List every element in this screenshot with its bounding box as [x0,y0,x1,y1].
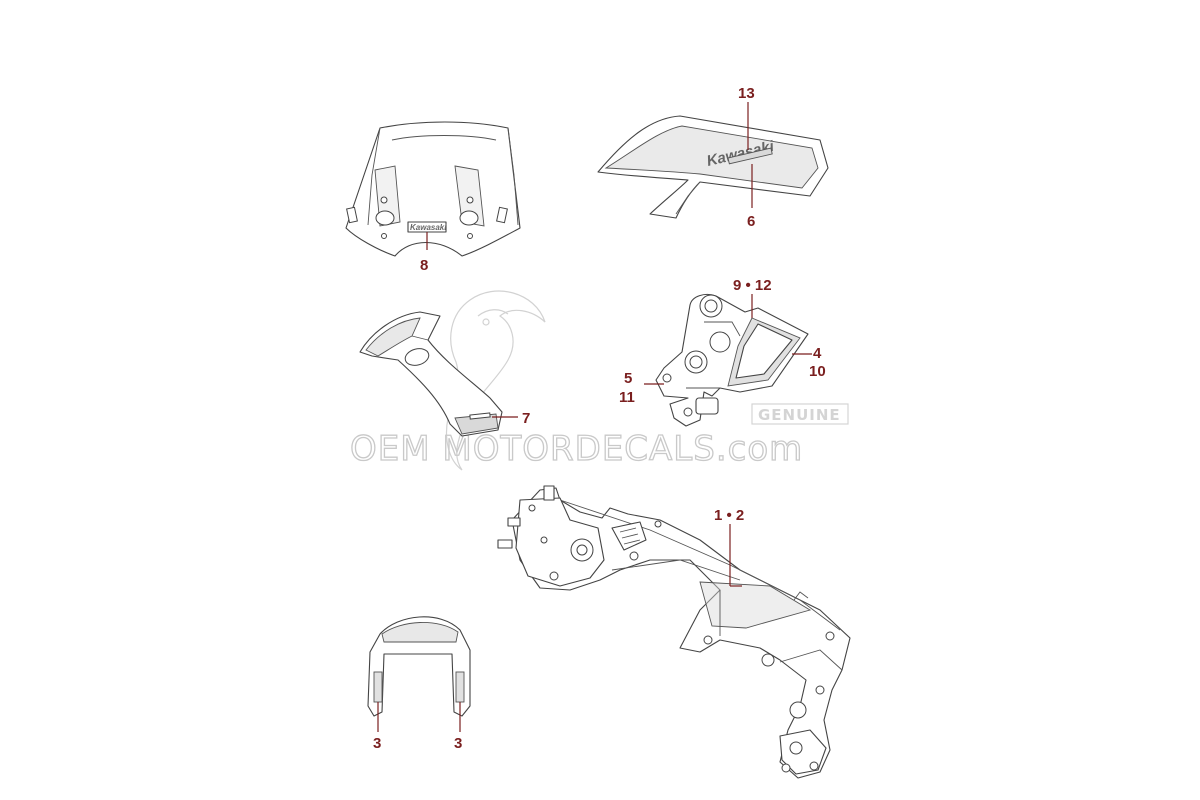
callout-7: 7 [522,410,530,427]
callout-1-2: 1 • 2 [714,507,744,524]
watermark-genuine-badge: GENUINE [751,403,849,425]
callout-6: 6 [747,213,755,230]
front-cowl [367,616,471,717]
side-fairing [359,311,503,437]
windscreen: Kawasaki [345,121,521,257]
watermark-site-text: OEM MOTORDECALS.com [350,429,803,469]
callout-11: 11 [619,389,635,406]
callout-3-left: 3 [373,735,381,752]
windscreen-decal-logo: Kawasaki [410,223,447,232]
main-frame [497,485,851,779]
callout-5: 5 [624,370,632,387]
callout-10: 10 [809,363,826,380]
callout-8: 8 [420,257,428,274]
frame-side-cover [655,293,809,427]
svg-text:GENUINE: GENUINE [758,406,841,424]
callout-9-12: 9 • 12 [733,277,772,294]
callout-13: 13 [738,85,755,102]
callout-3-right: 3 [454,735,462,752]
tank-shroud: Kawasaki [597,115,829,219]
callout-4: 4 [813,345,822,362]
watermark: OEM MOTORDECALS.com GENUINE [349,290,849,471]
